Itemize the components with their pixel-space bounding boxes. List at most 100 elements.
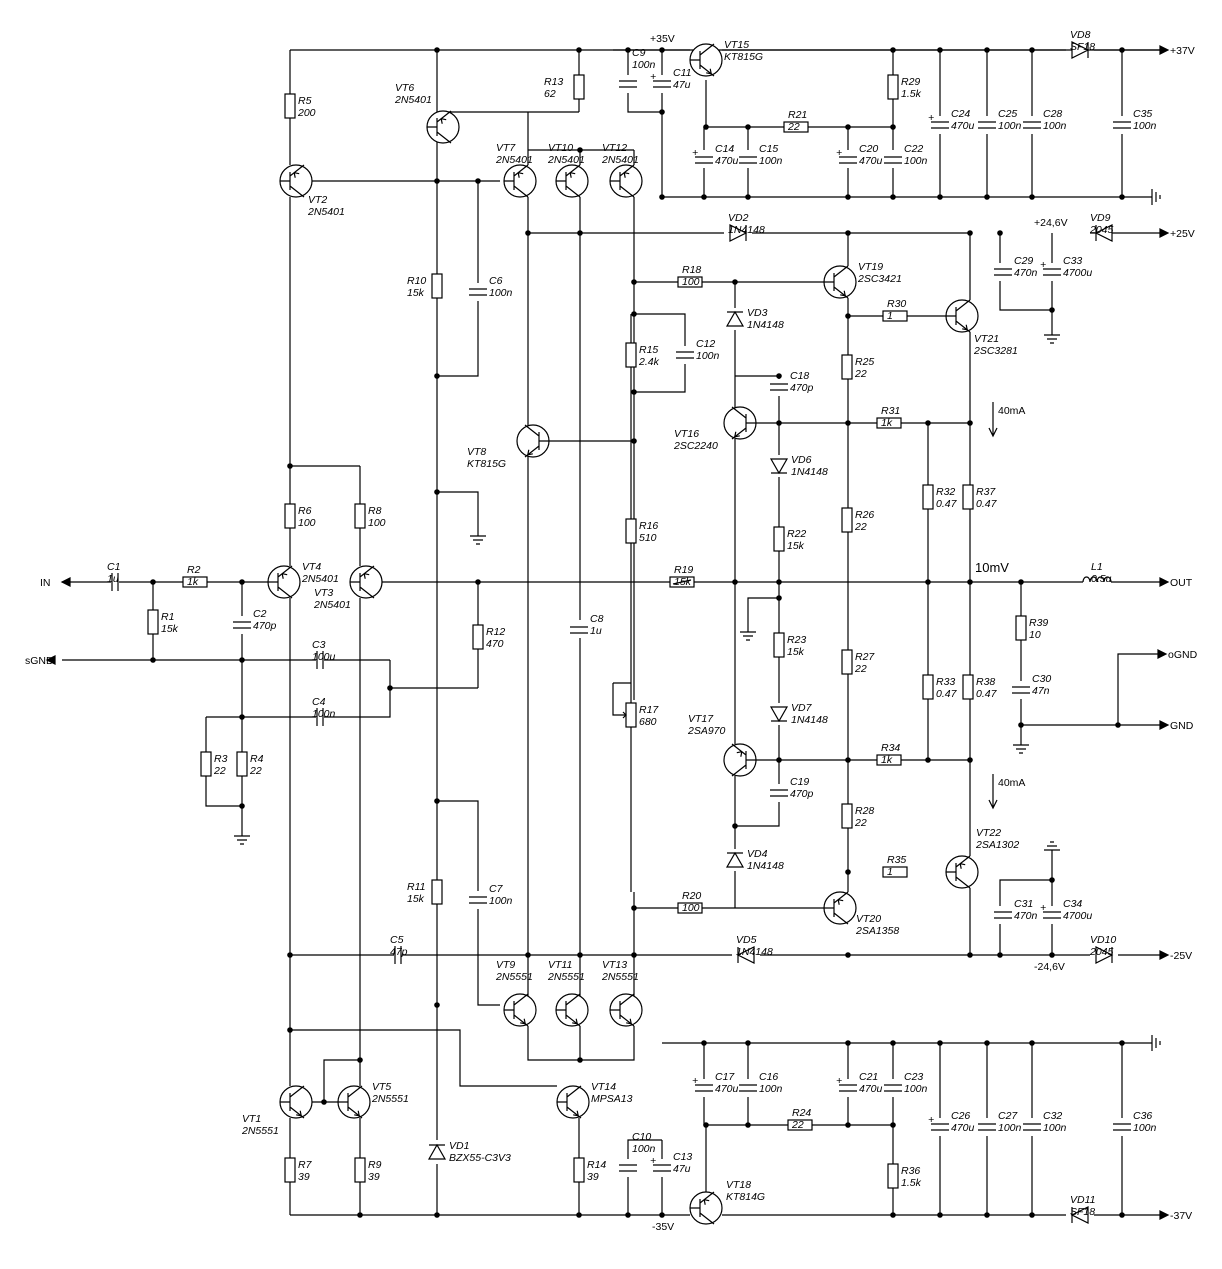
- resistor-body: [887, 1163, 899, 1189]
- component-ref: R3: [214, 753, 228, 765]
- component-value: 1k: [881, 417, 893, 429]
- ground-symbol: [1151, 189, 1161, 205]
- component-value: 2N5551: [241, 1125, 279, 1137]
- component-ref: C12: [696, 338, 715, 350]
- component-value: 470p: [253, 620, 277, 632]
- component-value: 470p: [790, 382, 814, 394]
- component-ref: VD4: [747, 848, 768, 860]
- resistor-body: [841, 354, 853, 380]
- component-ref: C13: [673, 1151, 692, 1163]
- component-ref: VD6: [791, 454, 812, 466]
- ground-symbol: [1013, 744, 1029, 754]
- component-ref: R29: [901, 76, 920, 88]
- component-ref: VT12: [602, 142, 627, 154]
- resistor-body: [677, 902, 703, 914]
- resistor-body: [783, 121, 809, 133]
- junction-dot: [525, 230, 531, 236]
- component-ref: C6: [489, 275, 503, 287]
- component-value: 0.47: [976, 498, 998, 510]
- component-ref: VD5: [736, 934, 757, 946]
- polarity-plus: +: [928, 112, 934, 124]
- component-ref: R7: [298, 1159, 313, 1171]
- component-value: 22: [854, 817, 867, 829]
- component-value: 2045: [1089, 224, 1114, 236]
- junction-dot: [732, 823, 738, 829]
- junction-dot: [745, 1040, 751, 1046]
- capacitor-plates: [978, 121, 996, 129]
- component-value: 2SA970: [687, 725, 726, 737]
- resistor-body: [882, 310, 908, 322]
- junction-dot: [890, 47, 896, 53]
- transistor-leads: [731, 406, 756, 440]
- component-value: 1.5k: [901, 88, 922, 100]
- component-ref: R32: [936, 486, 955, 498]
- junction-dot: [845, 952, 851, 958]
- capacitor-plates: [839, 156, 857, 164]
- junction-dot: [625, 1212, 631, 1218]
- component-ref: R17: [639, 704, 659, 716]
- junction-dot: [357, 1057, 363, 1063]
- component-value: 2N5401: [301, 573, 339, 585]
- junction-dot: [631, 279, 637, 285]
- polarity-plus: +: [836, 147, 842, 159]
- junction-dot: [387, 685, 393, 691]
- resistor-body: [625, 342, 637, 368]
- junction-dot: [845, 757, 851, 763]
- component-value: KT815G: [724, 51, 763, 63]
- resistor-body: [1015, 615, 1027, 641]
- junction-dot: [239, 714, 245, 720]
- junction-dot: [434, 178, 440, 184]
- capacitor-plates: [394, 946, 402, 964]
- component-ref: C25: [998, 108, 1017, 120]
- emitter-arrow-icon: [296, 1110, 302, 1117]
- component-ref: VD9: [1090, 212, 1111, 224]
- component-value: 100n: [904, 155, 928, 167]
- capacitor-plates: [653, 1164, 671, 1172]
- junction-dot: [287, 1027, 293, 1033]
- component-ref: C15: [759, 143, 778, 155]
- junction-dot: [745, 194, 751, 200]
- component-ref: VT3: [314, 587, 333, 599]
- component-ref: VT10: [548, 142, 573, 154]
- junction-dot: [890, 1040, 896, 1046]
- junction-dot: [845, 869, 851, 875]
- junctions: [150, 47, 1125, 1218]
- component-ref: VT15: [724, 39, 749, 51]
- component-ref: R26: [855, 509, 874, 521]
- component-ref: VD10: [1090, 934, 1116, 946]
- capacitor-plates: [1012, 686, 1030, 694]
- component-value: KT814G: [726, 1191, 765, 1203]
- junction-dot: [776, 579, 782, 585]
- polarity-plus: +: [1040, 902, 1046, 914]
- component-value: 15k: [161, 623, 179, 635]
- component-value: 470n: [1014, 910, 1038, 922]
- capacitor-plates: [1023, 1123, 1041, 1131]
- component-ref: C21: [859, 1071, 878, 1083]
- component-value: 1u: [590, 625, 602, 637]
- component-ref: C11: [673, 67, 691, 79]
- polarity-plus: +: [650, 71, 656, 83]
- diode-symbol: [1071, 41, 1090, 59]
- junction-dot: [150, 579, 156, 585]
- capacitor-plates: [111, 573, 119, 591]
- component-value: 39: [587, 1171, 599, 1183]
- resistor-body: [625, 702, 637, 728]
- current-arrows: [988, 402, 998, 810]
